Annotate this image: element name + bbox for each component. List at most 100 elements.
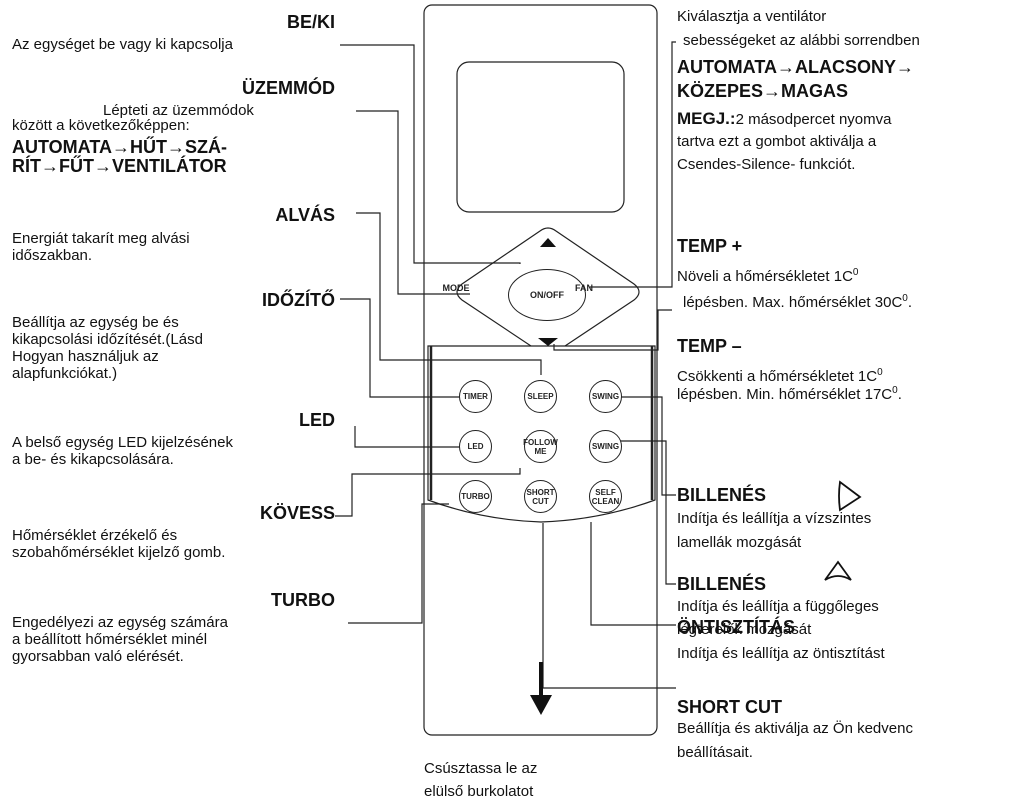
koves-desc2: szobahőmérséklet kijelző gomb. — [12, 544, 226, 561]
slide-cover-line1: Csúsztassa le az — [424, 760, 538, 777]
self-clean-button[interactable]: SELF CLEAN — [589, 480, 622, 513]
tempplus-desc1-text: Növeli a hőmérsékletet 1C — [677, 268, 853, 285]
beki-title: BE/KI — [286, 12, 335, 32]
up-arrow-icon — [540, 238, 556, 247]
tempminus-sup2: 0 — [892, 385, 898, 396]
idozito-desc3: Hogyan használjuk az — [12, 348, 159, 365]
line-ontisztitas — [590, 522, 676, 626]
fan-label: FAN — [575, 282, 593, 293]
fan-note1: MEGJ.:2 másodpercet nyomva — [677, 110, 891, 128]
idozito-desc2: kikapcsolási időzítését.(Lásd — [12, 331, 203, 348]
turbo-label: TURBO — [461, 492, 490, 501]
follow-me-button[interactable]: FOLLOW ME — [523, 430, 558, 463]
on-off-label: ON/OFF — [530, 289, 564, 300]
led-desc2: a be- és kikapcsolására. — [12, 451, 174, 468]
remote-display — [456, 61, 625, 213]
line-billenes2 — [616, 440, 676, 585]
uzemmod-title: ÜZEMMÓD — [242, 78, 335, 98]
tempplus-desc2-text: lépésben. Max. hőmérséklet 30C — [683, 294, 903, 311]
sleep-label: SLEEP — [527, 392, 554, 401]
tempplus-sup1: 0 — [852, 267, 859, 278]
tempplus-desc2: lépésben. Max. hőmérséklet 30C0. — [683, 290, 912, 311]
turbo-title: TURBO — [271, 590, 335, 610]
swing-horizontal-icon — [838, 480, 862, 512]
idozito-title: IDŐZÍTŐ — [262, 290, 335, 310]
swing-horizontal-button[interactable]: SWING — [589, 380, 622, 413]
on-off-button[interactable]: ON/OFF — [508, 269, 586, 321]
timer-button[interactable]: TIMER — [459, 380, 492, 413]
led-desc1: A belső egység LED kijelzésének — [12, 434, 233, 451]
fan-desc1: Kiválasztja a ventilátor — [677, 8, 827, 25]
line-led — [354, 426, 461, 448]
billenes1-title: BILLENÉS — [677, 485, 767, 505]
shortcut-title: SHORT CUT — [677, 697, 782, 717]
short-cut-button[interactable]: SHORT CUT — [524, 480, 557, 513]
billenes2-desc1: Indítja és leállítja a függőleges — [677, 598, 879, 615]
koves-desc1: Hőmérséklet érzékelő és — [12, 527, 178, 544]
turbo-desc2: a beállított hőmérséklet minél — [12, 631, 208, 648]
billenes2-desc2: légterelők mozgását — [677, 621, 812, 638]
turbo-desc1: Engedélyezi az egység számára — [12, 614, 228, 631]
line-shortcut — [542, 523, 676, 689]
fan-note-bold: MEGJ.: — [677, 109, 736, 128]
billenes1-desc1: Indítja és leállítja a vízszintes — [677, 510, 872, 527]
tempminus-desc1: Csökkenti a hőmérsékletet 1C0 — [677, 364, 883, 385]
ontisztitas-title: ÖNTISZTÍTÁS — [677, 617, 795, 637]
slide-cover-line2: elülső burkolatot — [424, 783, 534, 800]
fan-note1-text: 2 másodpercet nyomva — [735, 111, 892, 128]
fan-note2: tartva ezt a gombot aktiválja a — [677, 133, 877, 150]
line-alvas — [356, 212, 542, 375]
slide-down-arrow-icon — [530, 695, 552, 715]
line-idozito — [340, 298, 461, 398]
fan-seq1: AUTOMATA→ALACSONY→ — [677, 57, 914, 77]
swing-vertical-button[interactable]: SWING — [589, 430, 622, 463]
fan-seq2: KÖZEPES→MAGAS — [677, 81, 849, 101]
alvas-title: ALVÁS — [275, 205, 335, 225]
swing-v-label: SWING — [591, 442, 620, 451]
uzemmod-desc1: Lépteti az üzemmódok — [103, 102, 254, 119]
down-arrow-icon — [538, 338, 558, 346]
tempminus-sup1: 0 — [877, 367, 883, 378]
billenes1-desc2: lamellák mozgását — [677, 534, 802, 551]
remote-body — [423, 4, 658, 736]
tempminus-desc2: lépésben. Min. hőmérséklet 17C0. — [677, 382, 902, 403]
tempplus-sup2: 0 — [902, 293, 908, 304]
ontisztitas-desc: Indítja és leállítja az öntisztítást — [677, 645, 885, 662]
uzemmod-seq1: AUTOMATA→HŰT→SZÁ- — [12, 137, 227, 157]
tempminus-title: TEMP – — [677, 336, 742, 356]
line-koves — [335, 468, 521, 517]
tempminus-desc2-text: lépésben. Min. hőmérséklet 17C — [677, 386, 893, 403]
fan-desc2: sebességeket az alábbi sorrendben — [683, 32, 920, 49]
line-turbo — [348, 503, 449, 624]
uzemmod-seq2: RÍT→FŰT→VENTILÁTOR — [12, 156, 227, 176]
sleep-button[interactable]: SLEEP — [524, 380, 557, 413]
self-clean-label: SELF CLEAN — [591, 487, 620, 506]
tempminus-desc2-end: . — [897, 386, 902, 403]
swing-vertical-icon — [824, 560, 852, 581]
tempminus-desc1-text: Csökkenti a hőmérsékletet 1C — [677, 368, 878, 385]
tempplus-desc1: Növeli a hőmérsékletet 1C0 — [677, 264, 858, 285]
shortcut-desc2: beállításait. — [677, 744, 753, 761]
line-tempplus — [553, 309, 672, 351]
line-fan — [590, 41, 676, 288]
mode-label: MODE — [442, 282, 470, 293]
billenes2-title: BILLENÉS — [677, 574, 767, 594]
line-billenes1 — [621, 396, 676, 496]
shortcut-desc1: Beállítja és aktiválja az Ön kedvenc — [677, 720, 913, 737]
line-beki — [340, 44, 521, 264]
timer-label: TIMER — [463, 392, 488, 401]
koves-title: KÖVESS — [259, 503, 335, 523]
turbo-button[interactable]: TURBO — [459, 480, 492, 513]
tempplus-desc2-end: . — [907, 294, 913, 311]
led-title: LED — [299, 410, 335, 430]
alvas-desc2: időszakban. — [12, 247, 93, 264]
swing-h-label: SWING — [591, 392, 620, 401]
led-label: LED — [467, 442, 484, 451]
follow-me-label: FOLLOW ME — [523, 437, 558, 456]
alvas-desc1: Energiát takarít meg alvási — [12, 230, 190, 247]
led-button[interactable]: LED — [459, 430, 492, 463]
beki-desc: Az egységet be vagy ki kapcsolja — [12, 36, 233, 53]
tempplus-title: TEMP + — [677, 236, 743, 256]
uzemmod-desc2: között a következőképpen: — [12, 117, 190, 134]
